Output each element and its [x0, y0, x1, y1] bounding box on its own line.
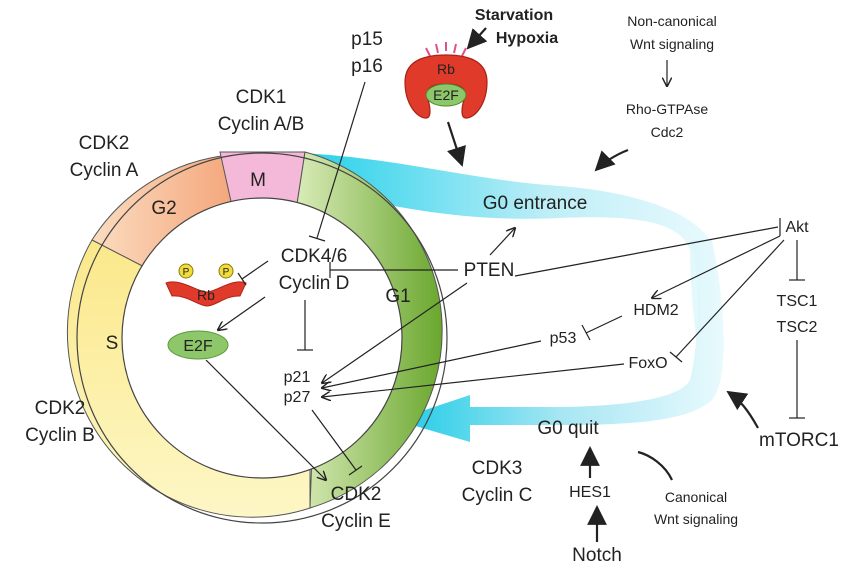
phosphate-right-label: P	[223, 267, 230, 278]
canonical-wnt-line1: Canonical	[665, 489, 727, 505]
p27-to-cdk2e-inhibition	[311, 409, 357, 471]
g1-phase-label: G1	[385, 286, 410, 307]
g0-entrance-label: G0 entrance	[483, 193, 588, 214]
e2f-complex-label: E2F	[433, 87, 459, 103]
hdm2-to-p53-inhibition	[585, 315, 623, 334]
cyclin-ab-label: Cyclin A/B	[218, 114, 305, 135]
cyclin-d-label: Cyclin D	[279, 273, 350, 294]
starvation-label: Starvation	[475, 7, 553, 24]
p16-to-cdk46-inhibition	[316, 81, 366, 239]
cyclin-a-label: Cyclin A	[70, 160, 139, 181]
hes1-label: HES1	[569, 484, 611, 501]
foxo-inhibition-bar	[669, 351, 683, 363]
notch-label: Notch	[572, 545, 622, 566]
p53-to-p21-arrow	[322, 340, 542, 388]
pten-to-p21-arrow	[322, 282, 468, 383]
tsc2-label: TSC2	[777, 319, 818, 336]
p27-label: p27	[284, 389, 311, 406]
hypoxia-label: Hypoxia	[496, 30, 558, 47]
foxo-to-p27-arrow	[322, 363, 625, 397]
e2f-inner-label: E2F	[183, 338, 213, 355]
cdk2-s-label: CDK2	[35, 398, 86, 419]
p16-inhibition-bar	[308, 235, 326, 242]
m-phase-label: M	[250, 170, 266, 191]
tsc1-label: TSC1	[777, 293, 818, 310]
cyclin-d-to-e2f-arrow	[218, 296, 266, 330]
rb-inhibition-bar	[237, 272, 247, 286]
rb-e2f-complex-icon: Rb E2F	[404, 42, 488, 119]
e2f-inner-icon: E2F	[167, 330, 229, 360]
g0-quit-label: G0 quit	[537, 418, 599, 439]
rb-complex-label: Rb	[437, 61, 455, 77]
cyclin-c-label: Cyclin C	[462, 485, 533, 506]
stress-rays-icon	[425, 42, 467, 57]
cdk46-label: CDK4/6	[281, 246, 348, 267]
cdk-labels: CDK1 Cyclin A/B CDK2 Cyclin A CDK2 Cycli…	[25, 87, 532, 532]
canonical-wnt-line2: Wnt signaling	[654, 511, 738, 527]
ring-inner-edge	[121, 197, 403, 479]
cdk1-label: CDK1	[236, 87, 287, 108]
cdk2e-inhibition-bar	[348, 465, 363, 476]
e2f-to-cyclin-e-arrow	[205, 359, 326, 480]
akt-label: Akt	[785, 219, 809, 236]
s-phase-label: S	[106, 333, 119, 354]
cdk46-to-rb-inhibition	[241, 260, 269, 280]
p53-label: p53	[550, 330, 577, 347]
starvation-to-rb-arrow	[466, 27, 488, 50]
g2-phase-label: G2	[151, 198, 176, 219]
rho-gtpase-label: Rho-GTPAse	[626, 101, 708, 117]
rb-to-g0-entrance-arrow	[446, 121, 466, 167]
cyclin-b-label: Cyclin B	[25, 425, 95, 446]
noncanonical-wnt-line1: Non-canonical	[627, 13, 717, 29]
p53-inhibition-bar	[581, 324, 591, 341]
g0-quit-arrow-band	[395, 240, 724, 442]
cdc2-label: Cdc2	[651, 124, 684, 140]
pten-label: PTEN	[464, 260, 515, 281]
rb-inner-label: Rb	[197, 287, 215, 303]
cell-cycle-ring: M G2 S G1	[66, 151, 448, 524]
cdk2-e-label: CDK2	[331, 484, 382, 505]
p15-label: p15	[351, 29, 383, 50]
phosphate-left-icon	[178, 263, 194, 279]
canonical-wnt-curve	[637, 450, 673, 481]
noncanonical-wnt-line2: Wnt signaling	[630, 36, 714, 52]
ring-outer-edge	[76, 152, 448, 524]
pten-to-g0-arrow	[489, 228, 515, 256]
akt-to-hdm2-arrow	[652, 235, 781, 298]
cdk2-g2-label: CDK2	[79, 133, 130, 154]
foxo-label: FoxO	[628, 355, 667, 372]
p16-label: p16	[351, 56, 383, 77]
hdm2-label: HDM2	[633, 302, 678, 319]
cyclin-e-label: Cyclin E	[321, 511, 391, 532]
mtorc1-to-g0-arrow	[726, 390, 759, 429]
phosphate-right-icon	[218, 263, 234, 279]
rho-to-g0-arrow	[594, 148, 629, 172]
mtorc1-label: mTORC1	[759, 430, 839, 451]
g0-entrance-arrow-band	[300, 153, 712, 395]
cdk3-label: CDK3	[472, 458, 523, 479]
rb-phosphorylated-icon: Rb P P	[165, 263, 247, 307]
akt-to-pten-inhibition	[514, 226, 779, 277]
phosphate-left-label: P	[183, 267, 190, 278]
akt-to-foxo-inhibition	[675, 239, 785, 358]
p21-label: p21	[284, 369, 311, 386]
g0-loop: G0 entrance G0 quit	[300, 153, 724, 442]
